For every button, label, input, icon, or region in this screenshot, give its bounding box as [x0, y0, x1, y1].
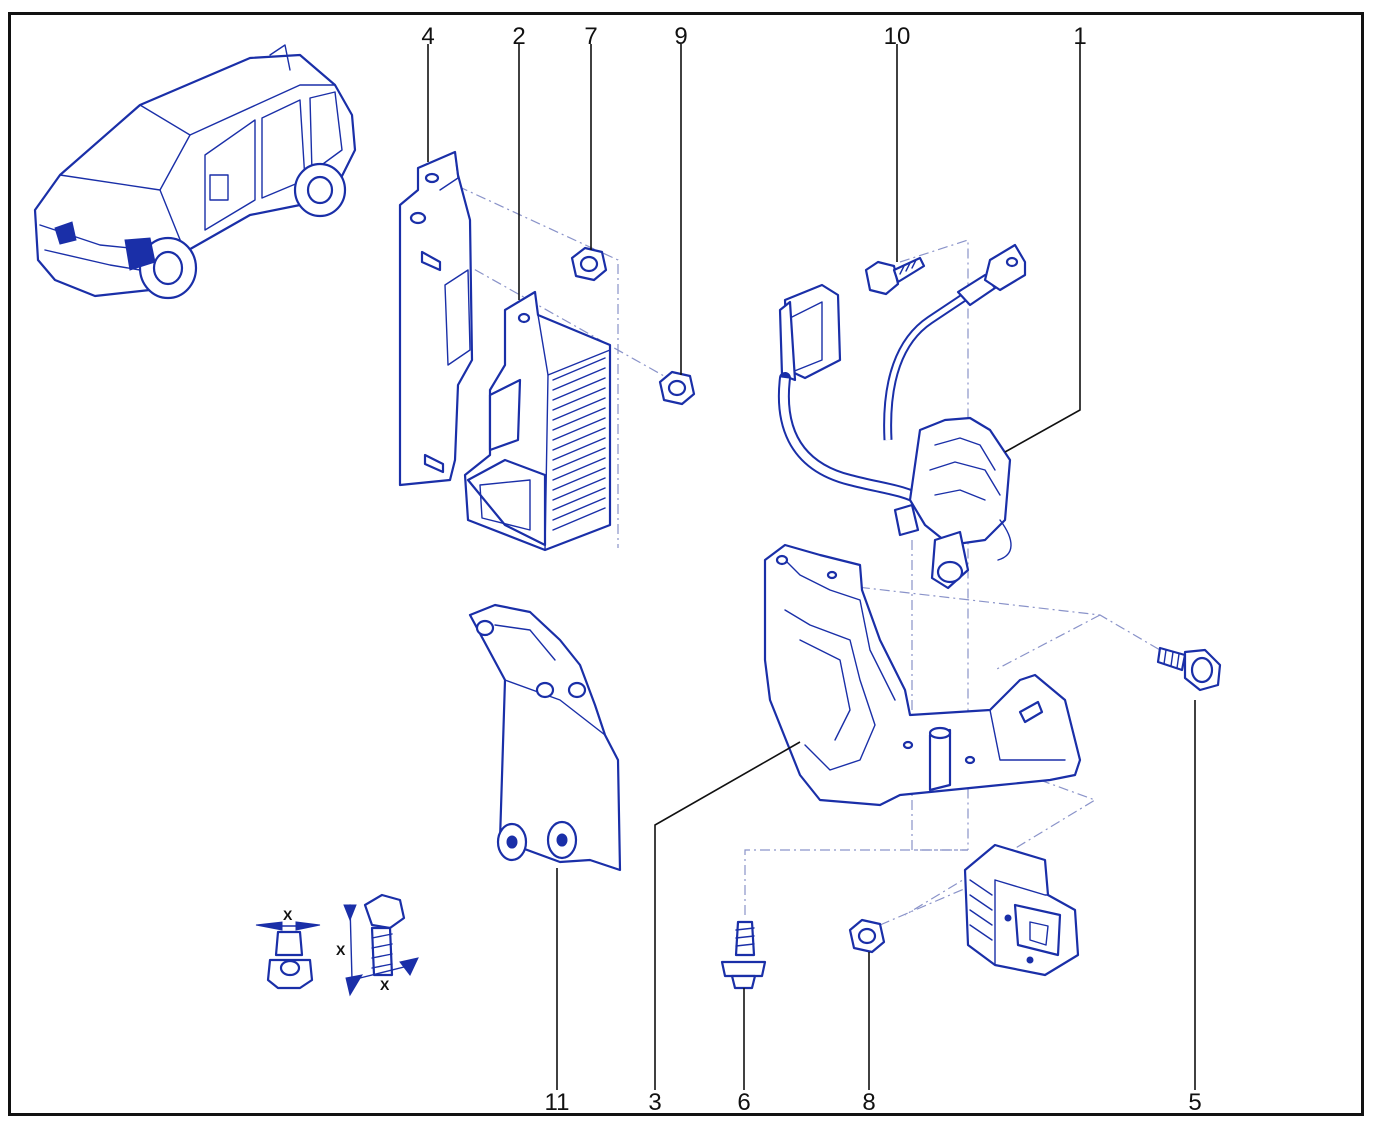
callout-4: 4 — [421, 23, 434, 50]
callout-6: 6 — [737, 1089, 750, 1116]
callout-3: 3 — [648, 1089, 661, 1116]
part-9-nut — [658, 370, 696, 406]
callout-2: 2 — [512, 23, 525, 50]
relay-module — [963, 843, 1080, 977]
part-7-nut — [570, 246, 608, 282]
part-1-wiring-harness — [777, 243, 1027, 590]
callout-11: 11 — [545, 1089, 570, 1116]
part-5-bolt — [1156, 646, 1222, 692]
part-6-screw — [720, 920, 767, 990]
vehicle-thumbnail — [33, 44, 357, 300]
torque-mark-x-2: X — [336, 942, 346, 958]
part-10-bolt — [864, 256, 926, 296]
callout-1: 1 — [1073, 23, 1086, 50]
part-11-cover-shield — [468, 603, 622, 872]
leader-lines — [427, 44, 1196, 1090]
diagram-frame — [8, 12, 1364, 1116]
part-2-control-module — [463, 290, 612, 552]
heat-sink-fins — [552, 357, 606, 531]
callout-7: 7 — [584, 23, 597, 50]
torque-mark-x-3: X — [380, 977, 390, 993]
part-4-mounting-bracket — [398, 150, 474, 487]
torque-mark-x-1: X — [283, 907, 293, 923]
callout-10: 10 — [884, 23, 911, 50]
part-8-nut — [848, 918, 886, 954]
part-3-main-bracket — [763, 543, 1082, 807]
callout-9: 9 — [674, 23, 687, 50]
torque-symbols: X X X — [255, 893, 419, 997]
callout-5: 5 — [1188, 1089, 1201, 1116]
callout-8: 8 — [862, 1089, 875, 1116]
callout-labels: 4 2 7 9 10 1 11 3 6 8 5 — [421, 23, 1201, 1116]
